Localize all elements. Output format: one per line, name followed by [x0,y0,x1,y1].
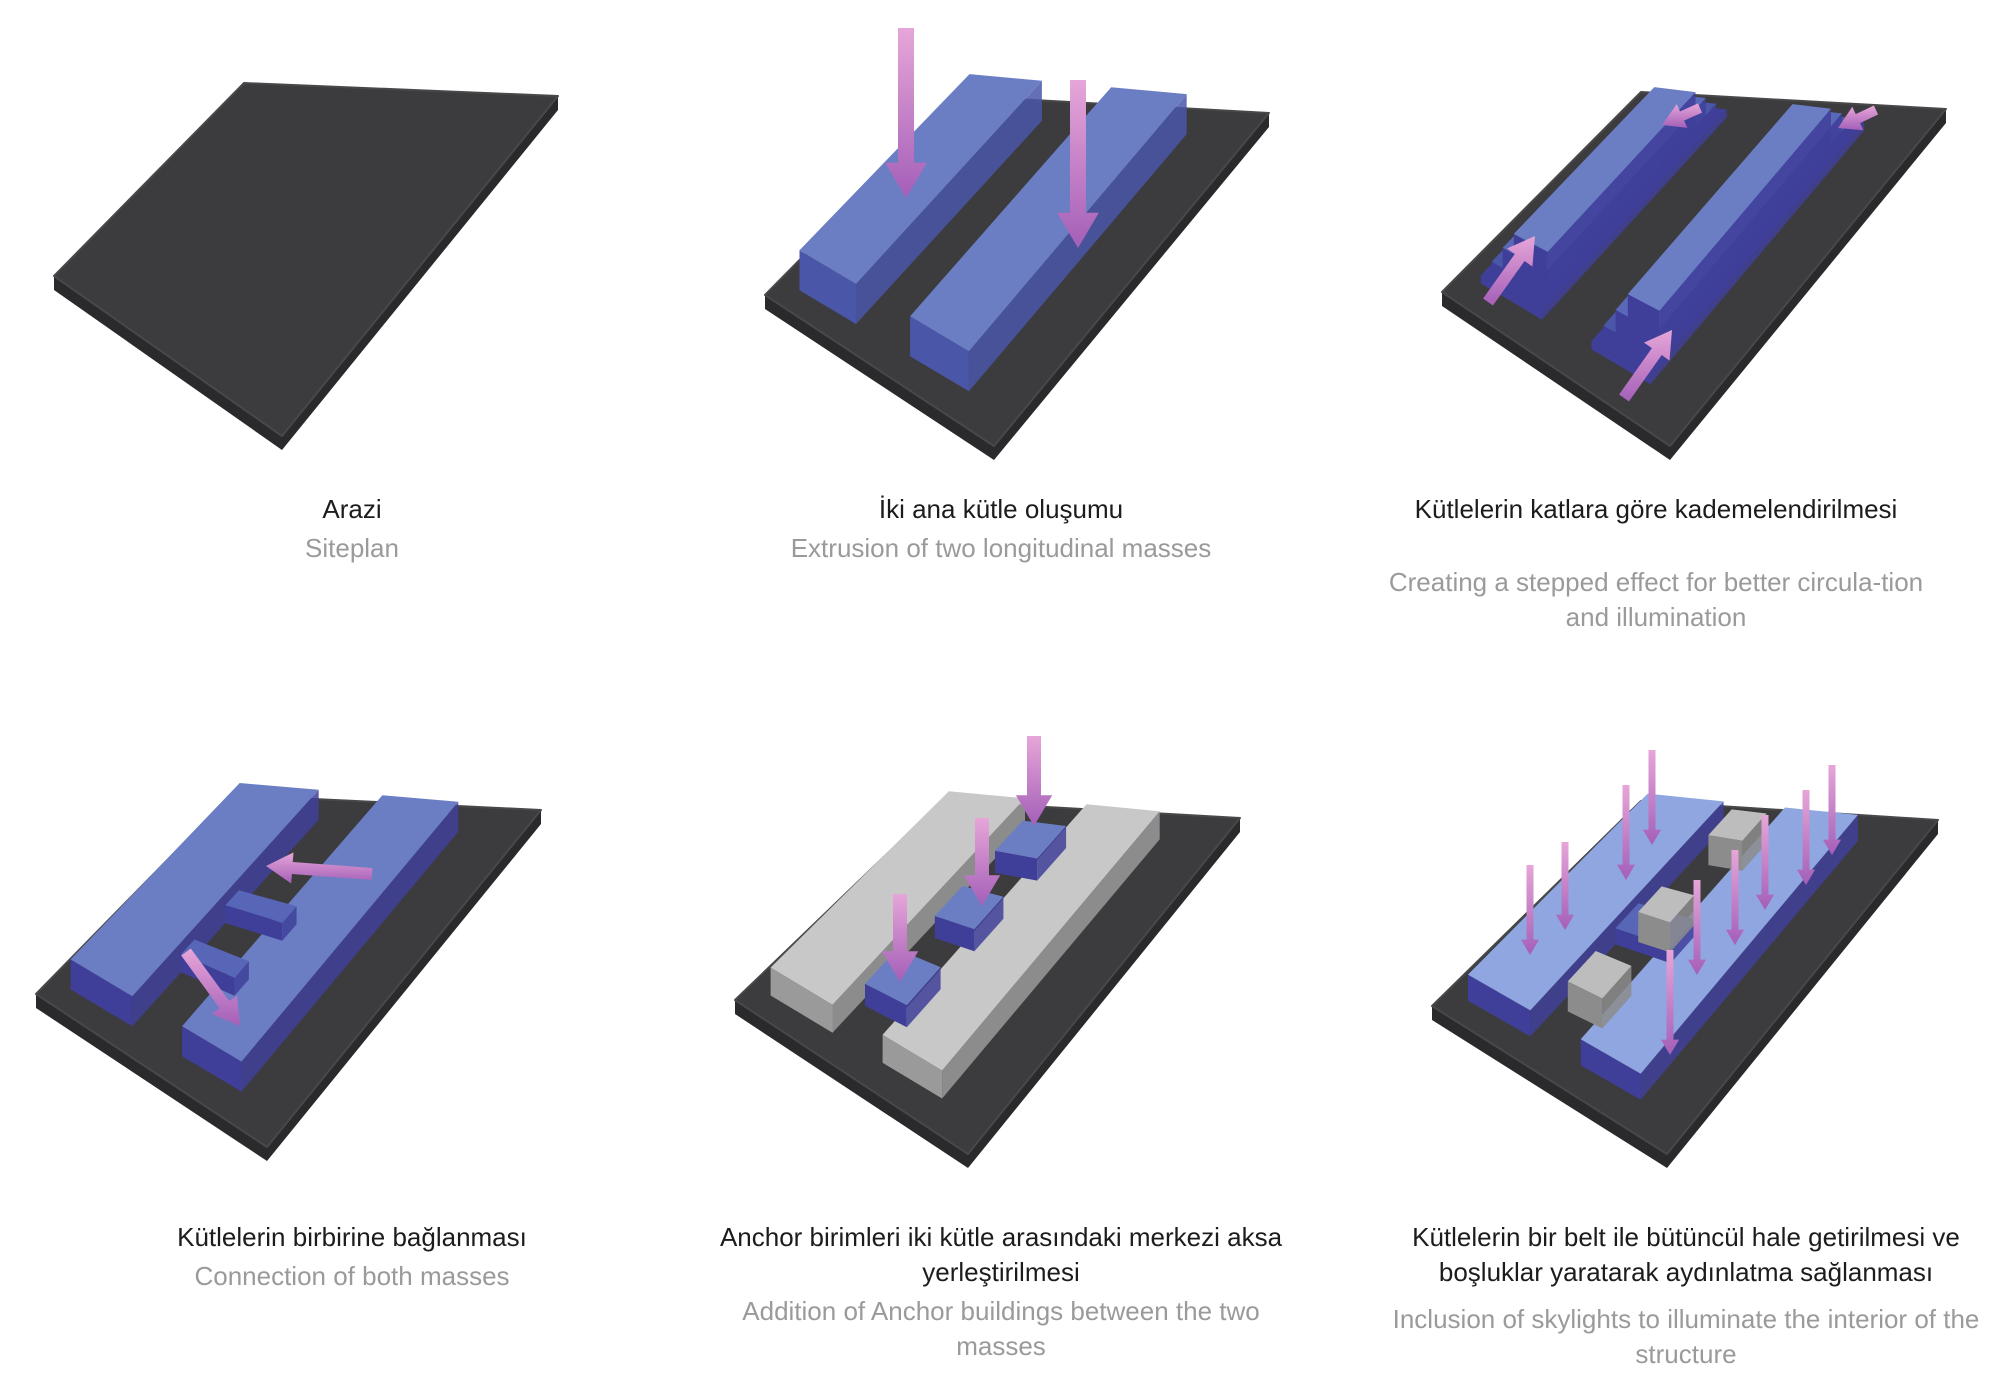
belt-mass-left-side [1467,974,1531,1037]
stepped-mass-a-0-front [1542,109,1727,320]
mass-a-front [856,80,1042,324]
anchor-unit-3-front [1037,826,1067,881]
mass-a-side [799,250,856,324]
step-1-caption: Arazi Siteplan [32,492,672,566]
belt-bridge-side [1615,928,1671,964]
connector-bridge-side [225,905,283,941]
gray-mass-right-front [942,811,1160,1099]
connector-bridge-2-front [234,961,249,996]
step-1-title: Arazi [322,494,382,524]
skylight-arrow-10 [1660,950,1680,1055]
arrow-anchor-1 [1015,736,1053,826]
step-3-title: Kütlelerin katlara göre kademelendirilme… [1414,494,1898,524]
arrow-in-1 [1662,103,1702,128]
arrow-anchor-2 [963,818,1001,906]
step-4-subtitle: Connection of both masses [194,1261,510,1291]
gray-anchor-2-front [1670,895,1695,953]
gray-mass-right-side [882,1034,943,1099]
skylight-arrow-6 [1725,850,1745,945]
arrow-anchor-3 [881,894,919,982]
stepped-mass-b-3-top [1627,104,1831,311]
step-5-title: Anchor birimleri iki kütle arasındaki me… [719,1222,1283,1287]
anchor-unit-2-front [974,896,1004,952]
mass-b-top [910,87,1187,352]
anchor-unit-2-side [934,916,975,952]
gray-anchor-2-top [1638,886,1695,923]
gray-anchor-1-side [1567,981,1603,1029]
step-4-caption: Kütlelerin birbirine bağlanması Connecti… [32,1220,672,1294]
skylight-arrow-3 [1616,785,1636,880]
connector-bridge-top [225,890,297,923]
arrow-in-2 [1838,105,1879,131]
belt-mass-right-side [1580,1039,1641,1100]
gray-anchor-1-front [1602,965,1632,1029]
step-6-subtitle: Inclusion of skylights to illuminate the… [1392,1304,1980,1369]
stepped-mass-a-3-front [1547,92,1696,290]
stepped-mass-b-0-front [1650,122,1865,385]
gray-mass-left-side [770,967,833,1033]
step-3-caption: Kütlelerin katlara göre kademelendirilme… [1366,492,1946,635]
skylight-arrow-5 [1687,880,1707,975]
skylight-arrow-1 [1520,865,1540,955]
skylight-arrow-7 [1755,815,1775,910]
gray-anchor-3-front [1742,813,1767,871]
mass-right-top [182,795,459,1062]
anchor-unit-1-side [865,983,907,1028]
step-2-subtitle: Extrusion of two longitudinal masses [790,533,1212,563]
mass-left-side [70,959,133,1027]
connector-bridge-front [282,906,297,941]
step-1-subtitle: Siteplan [305,533,399,563]
arrow-down-1 [885,28,927,198]
gray-anchor-3-top [1708,809,1767,841]
step-5-subtitle: Addition of Anchor buildings between the… [742,1296,1260,1361]
step-6-title: Kütlelerin bir belt ile bütüncül hale ge… [1412,1222,1960,1287]
step-5-caption: Anchor birimleri iki kütle arasındaki me… [711,1220,1291,1364]
arrow-connect-2 [181,948,240,1026]
arrow-down-2 [1057,80,1099,248]
step-6-caption: Kütlelerin bir belt ile bütüncül hale ge… [1386,1220,1986,1372]
anchor-unit-3-side [995,850,1038,881]
stepped-mass-a-3-top [1513,87,1696,252]
connector-bridge-2-top [181,939,249,978]
step-2-caption: İki ana kütle oluşumu Extrusion of two l… [681,492,1321,566]
mass-left-top [70,783,319,997]
belt-mass-right-front [1640,814,1858,1100]
skylight-arrow-9 [1822,765,1842,855]
site-slab-1 [53,82,559,437]
arrow-up-1 [1483,236,1535,306]
mass-a-top [799,74,1042,284]
arrow-connect-1 [266,852,373,884]
step-4-title: Kütlelerin birbirine bağlanması [177,1222,527,1252]
stepped-mass-b-3-side [1627,294,1660,349]
skylight-arrow-2 [1555,842,1575,930]
gray-anchor-1-top [1567,951,1632,999]
arrow-up-2 [1619,330,1672,402]
anchor-unit-1-front [906,967,941,1028]
belt-mass-right-top [1580,807,1858,1074]
skylight-arrow-8 [1796,790,1816,885]
mass-right-front [241,801,459,1092]
gray-mass-right-top [882,804,1160,1071]
step-3-subtitle: Creating a stepped effect for better cir… [1388,567,1924,632]
stepped-mass-b-3-front [1659,108,1831,349]
anchor-unit-3-top [995,820,1067,859]
mass-right-side [182,1026,242,1092]
mass-b-side [910,316,969,392]
belt-mass-left-top [1467,793,1724,1011]
gray-anchor-2-side [1638,912,1670,953]
skylight-arrow-4 [1642,750,1662,845]
step-2-title: İki ana kütle oluşumu [878,494,1124,524]
